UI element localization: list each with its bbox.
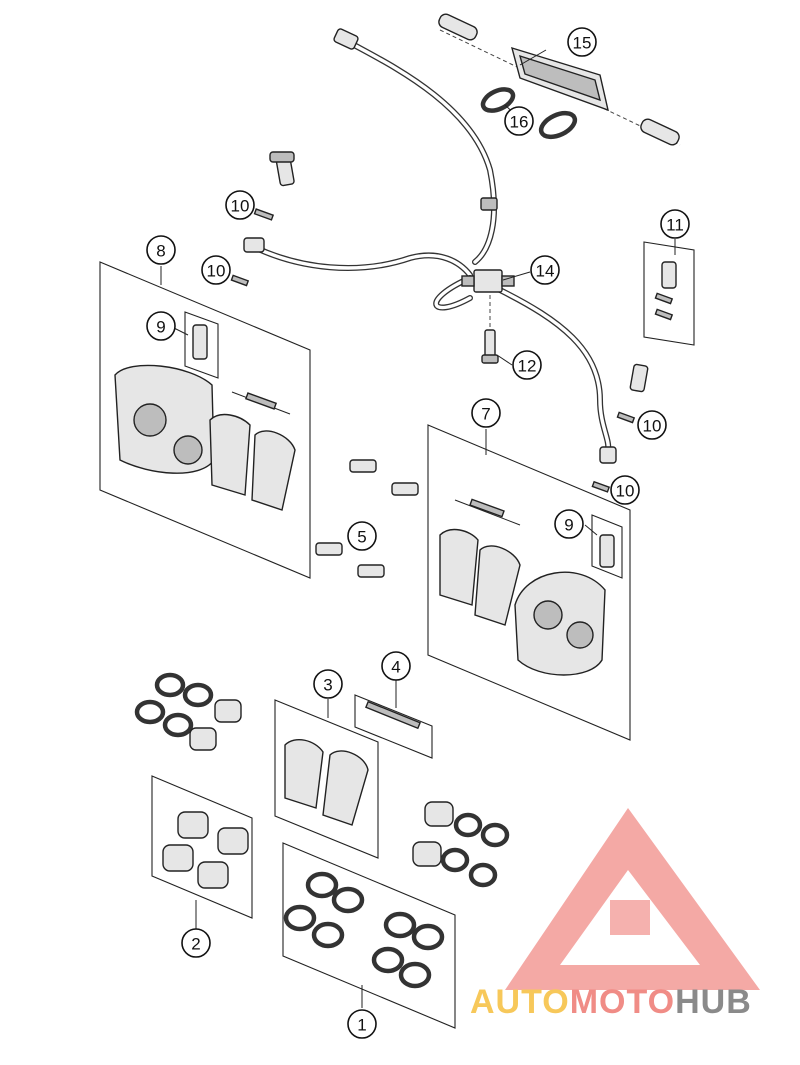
watermark-text-moto: MOTO [570, 983, 675, 1021]
callout-9: 9 [146, 311, 176, 341]
callout-circle [347, 1009, 377, 1039]
watermark-logo: AUTOMOTOHUB [470, 808, 760, 1021]
callout-9: 9 [554, 509, 584, 539]
callout-number: 10 [231, 197, 250, 216]
callout-number: 16 [510, 113, 529, 132]
callout-11: 11 [660, 209, 690, 239]
clip [538, 110, 578, 140]
loose-fittings [230, 151, 649, 578]
callout-number: 9 [156, 318, 165, 337]
hose-banjo-fitting [243, 237, 265, 253]
callout-number: 11 [666, 216, 684, 235]
panel-3-pads [274, 699, 379, 859]
callout-10: 10 [225, 190, 255, 220]
callout-number: 9 [564, 516, 573, 535]
callout-12: 12 [512, 350, 542, 380]
brake-pad [209, 413, 251, 496]
callout-circle [471, 398, 501, 428]
callout-10: 10 [637, 410, 667, 440]
hose-clamp [480, 197, 498, 211]
brake-hose-assembly [243, 28, 617, 464]
callout-number: 10 [207, 262, 226, 281]
callout-circle [181, 928, 211, 958]
leader-lines [160, 49, 676, 1008]
brake-pad [439, 528, 479, 606]
loose-seals [134, 672, 242, 751]
callout-circle [637, 410, 667, 440]
callout-number: 5 [357, 528, 366, 547]
brake-pad [474, 545, 521, 626]
hose-banjo-fitting [599, 446, 617, 464]
caliper-body [514, 571, 606, 676]
callout-circle [381, 651, 411, 681]
callout-5: 5 [347, 521, 377, 551]
callout-number: 1 [357, 1016, 366, 1035]
brake-pad [284, 738, 324, 809]
svg-text:AUTOMOTOHUB: AUTOMOTOHUB [470, 983, 752, 1021]
hose-end-fitting [333, 28, 359, 50]
caliper-bolt [357, 564, 385, 578]
callout-number: 2 [191, 935, 200, 954]
callout-10: 10 [610, 475, 640, 505]
callout-circle [313, 669, 343, 699]
callout-circle [225, 190, 255, 220]
caliper-bolt [391, 482, 419, 496]
loose-pistons-right [412, 801, 510, 888]
callout-circle [201, 255, 231, 285]
caliper-bolt [315, 542, 343, 556]
callout-16: 16 [504, 106, 534, 136]
callout-number: 10 [616, 482, 635, 501]
clip [480, 87, 516, 113]
callout-number: 10 [643, 417, 662, 436]
callout-14: 14 [530, 255, 560, 285]
callout-circle [660, 209, 690, 239]
callout-1: 1 [347, 1009, 377, 1039]
callout-8: 8 [146, 235, 176, 265]
callout-circle [554, 509, 584, 539]
caliper-bolt [349, 459, 377, 473]
callout-circle [146, 311, 176, 341]
callout-circle [567, 27, 597, 57]
hose-distributor [473, 269, 503, 293]
callout-10: 10 [201, 255, 231, 285]
callout-3: 3 [313, 669, 343, 699]
callout-number: 4 [391, 658, 400, 677]
panel-1-seals [282, 842, 456, 1029]
callout-circle [146, 235, 176, 265]
callout-circle [504, 106, 534, 136]
watermark-text-auto: AUTO [470, 983, 570, 1021]
callout-number: 8 [156, 242, 165, 261]
watermark-text-hub: HUB [675, 983, 752, 1021]
callout-number: 7 [481, 405, 490, 424]
callout-15: 15 [567, 27, 597, 57]
callout-number: 14 [536, 262, 555, 281]
callout-4: 4 [381, 651, 411, 681]
panel-7-right-caliper [427, 424, 631, 741]
callout-7: 7 [471, 398, 501, 428]
callout-circle [610, 475, 640, 505]
sensor-bracket [438, 13, 681, 146]
callout-circle [512, 350, 542, 380]
brake-pad [251, 430, 296, 511]
callout-circle [347, 521, 377, 551]
brake-pad [322, 750, 369, 826]
panel-2-pistons [151, 775, 253, 919]
callout-circle [530, 255, 560, 285]
panel-8-left-caliper [99, 261, 311, 579]
panel-4-pin [354, 694, 433, 759]
panel-11 [643, 241, 695, 346]
bolt [481, 329, 499, 364]
callout-number: 15 [573, 34, 592, 53]
callout-number: 12 [518, 357, 537, 376]
callout-2: 2 [181, 928, 211, 958]
callout-number: 3 [323, 676, 332, 695]
